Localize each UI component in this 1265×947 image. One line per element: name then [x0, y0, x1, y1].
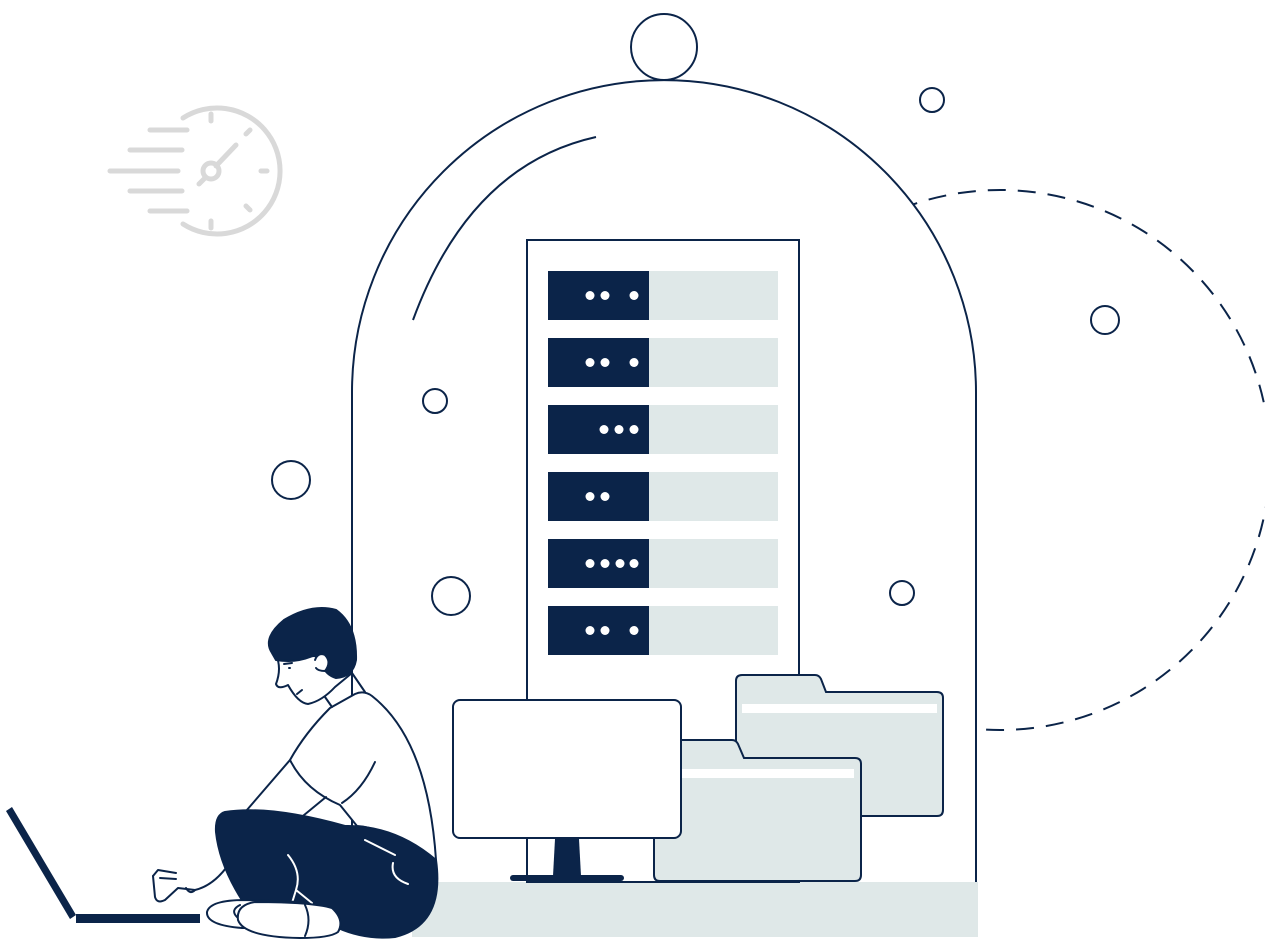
person-shoe-detail — [233, 904, 310, 937]
server-unit — [548, 606, 778, 655]
laptop-icon — [6, 807, 200, 923]
bubble — [271, 460, 311, 500]
folder-icon — [653, 739, 862, 882]
stopwatch-icon — [107, 105, 283, 237]
indicator-light — [614, 425, 624, 434]
folder-back-paper — [742, 704, 937, 713]
person-eye — [283, 662, 293, 669]
dome-reflection — [412, 136, 597, 321]
indicator-light — [585, 626, 595, 635]
server-units — [548, 271, 778, 655]
bubble — [889, 580, 915, 606]
indicator-light — [629, 559, 639, 568]
person-hand — [152, 869, 196, 894]
person-neck — [324, 672, 366, 708]
indicator-light — [629, 291, 639, 300]
bubble — [919, 87, 945, 113]
server-unit — [548, 472, 778, 521]
indicator-light — [585, 358, 595, 367]
indicator-light — [600, 559, 610, 568]
server-unit — [548, 539, 778, 588]
indicator-light — [629, 626, 639, 635]
server-unit — [548, 405, 778, 454]
indicator-light — [599, 425, 609, 434]
bubbles — [271, 87, 1120, 616]
laptop-screen — [6, 807, 76, 919]
monitor-screen — [452, 699, 682, 839]
person-sleeve-seam — [341, 761, 376, 804]
server-unit — [548, 271, 778, 320]
indicator-light — [585, 559, 595, 568]
server-unit — [548, 338, 778, 387]
indicator-light — [600, 358, 610, 367]
bubble — [1090, 305, 1120, 335]
bubble — [422, 388, 448, 414]
person-knee-line — [287, 839, 409, 904]
person-ear — [314, 653, 330, 672]
indicator-light — [600, 626, 610, 635]
indicator-light — [585, 291, 595, 300]
server-unit-panel — [548, 472, 649, 521]
folder-front-paper — [662, 769, 854, 778]
dome-knob — [630, 13, 698, 81]
indicator-light — [585, 492, 595, 501]
person-shoe — [236, 901, 342, 939]
indicator-light — [629, 425, 639, 434]
indicator-light — [615, 559, 625, 568]
indicator-light — [600, 492, 610, 501]
indicator-light — [600, 291, 610, 300]
person-hair — [268, 607, 358, 679]
monitor-icon — [452, 699, 682, 881]
floor-band — [412, 882, 978, 937]
laptop-base — [76, 914, 200, 923]
bubble — [431, 576, 471, 616]
monitor-neck — [553, 839, 581, 876]
person-mouth — [296, 689, 303, 695]
indicator-light — [629, 358, 639, 367]
person-figure — [152, 607, 439, 939]
folder-front — [653, 739, 862, 882]
